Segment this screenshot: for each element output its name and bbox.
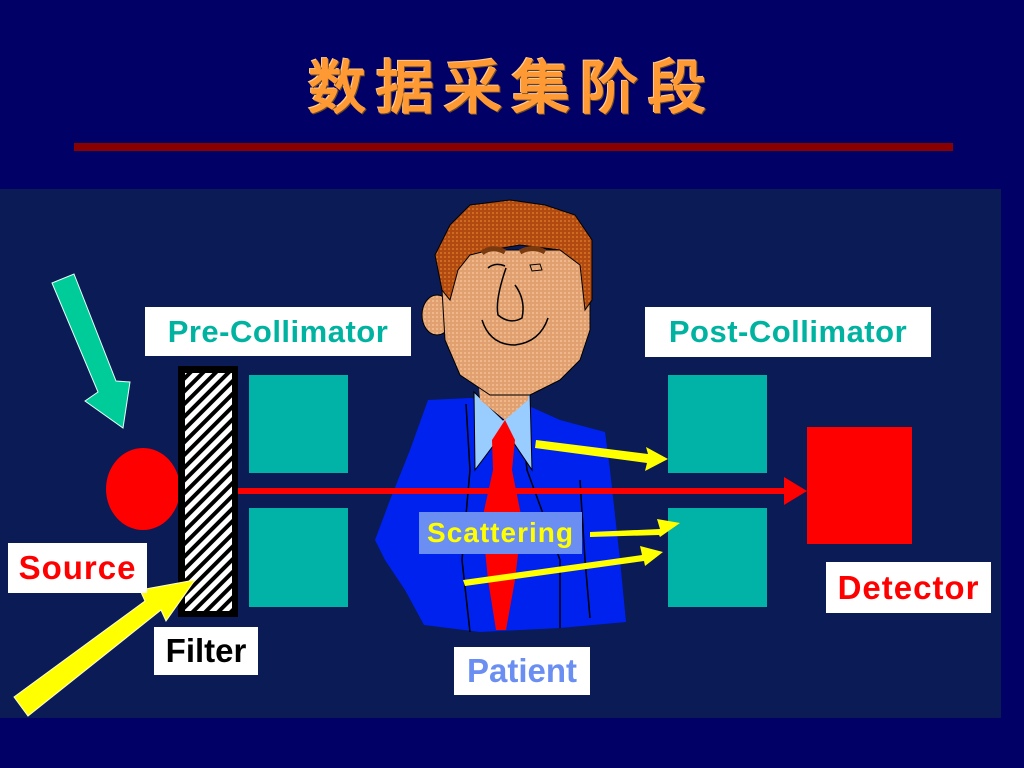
post-collimator-bottom-block: [668, 508, 767, 607]
pre-collimator-top-block: [249, 375, 348, 473]
filter-label: Filter: [154, 627, 258, 675]
detector-block: [807, 427, 912, 544]
detector-label: Detector: [826, 562, 991, 613]
pre-collimator-bottom-block: [249, 508, 348, 607]
primary-beam-line: [238, 488, 788, 494]
filter-hatch: [185, 373, 232, 611]
scatter-arrow-3-icon: [463, 546, 663, 586]
post-collimator-top-block: [668, 375, 767, 473]
green-incoming-arrow-icon: [51, 273, 131, 429]
patient-label: Patient: [454, 647, 590, 695]
source-circle: [106, 448, 180, 530]
post-collimator-label: Post-Collimator: [645, 307, 931, 357]
diagram-canvas: [13, 199, 912, 717]
yellow-incoming-arrow-icon: [13, 579, 197, 717]
source-label: Source: [8, 543, 147, 593]
scattering-label: Scattering: [419, 512, 582, 554]
slide-title: 数据采集阶段: [307, 54, 716, 122]
title-rule: [74, 143, 953, 151]
scatter-arrow-1-icon: [535, 440, 668, 471]
primary-beam-arrowhead-icon: [784, 477, 807, 505]
scatter-arrow-2-icon: [590, 519, 680, 537]
pre-collimator-label: Pre-Collimator: [145, 307, 411, 356]
scatter-arrows: [463, 440, 680, 586]
diagram-panel: [0, 189, 1001, 718]
